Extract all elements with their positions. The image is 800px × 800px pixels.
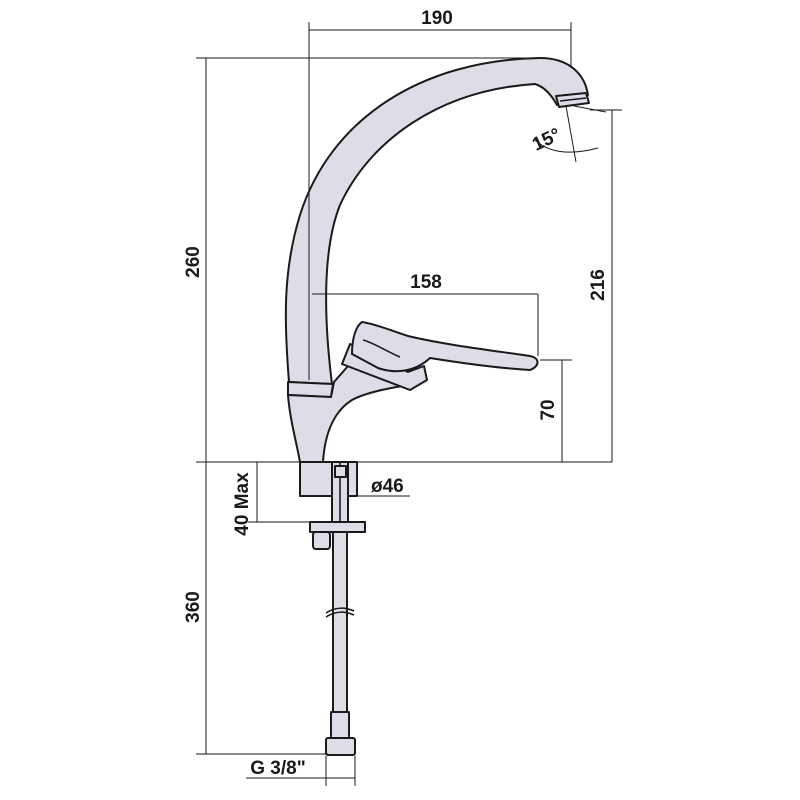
hose-length-label: 360 xyxy=(183,591,204,623)
spout xyxy=(284,57,589,385)
lever-height-label: 70 xyxy=(538,399,559,420)
lever-reach-label: 158 xyxy=(410,272,442,293)
spout-reach-label: 190 xyxy=(421,8,453,29)
hose-connector-nut xyxy=(325,737,356,756)
hose-ferrule xyxy=(330,711,350,739)
lever-handle xyxy=(351,321,539,373)
dimension-labels: 190 260 216 158 70 ø46 40 Max 360 G 3/8"… xyxy=(183,8,609,779)
flexible-hose xyxy=(332,531,348,738)
base-diameter-label: ø46 xyxy=(371,476,404,497)
total-height-label: 260 xyxy=(183,246,204,278)
fixing-plate xyxy=(309,521,366,533)
spout-height-label: 216 xyxy=(588,269,609,301)
fixing-nut xyxy=(312,531,331,550)
shank-nut xyxy=(334,465,347,478)
faucet-outline xyxy=(284,57,590,756)
dimension-lines xyxy=(196,22,622,786)
deck-thickness-label: 40 Max xyxy=(232,472,253,536)
thread-label: G 3/8" xyxy=(250,758,305,779)
